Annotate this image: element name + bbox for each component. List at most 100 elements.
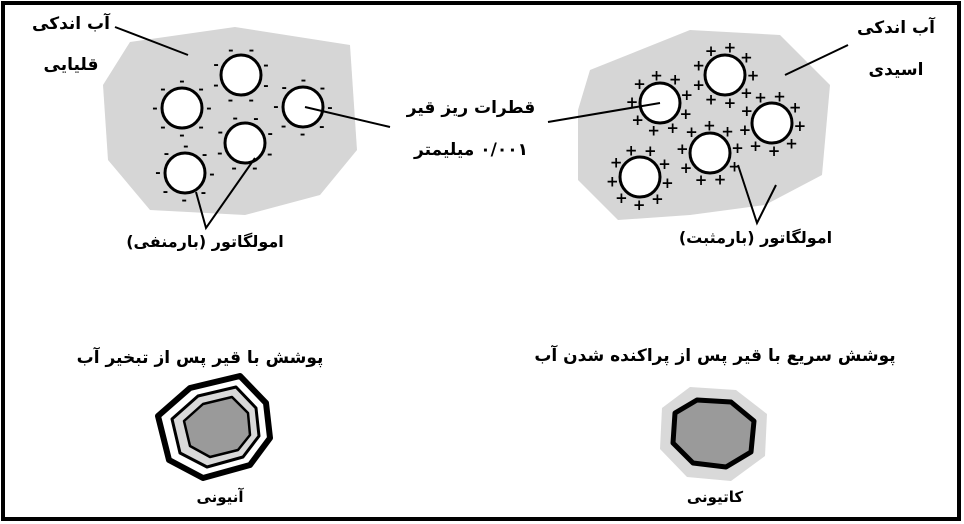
positive-charge-symbol: + — [681, 86, 694, 104]
negative-charge-symbol: - — [160, 121, 165, 136]
negative-charge-symbol: - — [327, 101, 332, 116]
positive-charge-symbol: + — [705, 42, 718, 60]
emulsifier-negative-label: امولگاتور (بارمنفی) — [126, 232, 284, 251]
leader-lines — [114, 26, 849, 231]
negative-charge-symbol: - — [301, 74, 306, 89]
negative-charge-symbol: - — [281, 119, 286, 134]
negative-charge-symbol: - — [267, 127, 272, 142]
positive-charge-symbol: + — [661, 174, 674, 192]
negative-charge-symbol: - — [160, 83, 165, 98]
leader-emulsifier-negative — [195, 157, 256, 231]
negative-charge-symbol: - — [181, 194, 186, 209]
positive-charge-symbol: + — [740, 48, 753, 66]
negative-charge-symbol: - — [209, 167, 214, 182]
bitumen-droplet — [750, 101, 794, 145]
bitumen-droplet — [160, 86, 204, 130]
negative-charge-symbol: - — [179, 75, 184, 90]
alkaline-water-label-line1: آب اندکی — [32, 14, 110, 34]
anionic-label: آنیونی — [196, 488, 244, 506]
negative-charge-symbol: - — [164, 147, 169, 162]
negative-charge-symbol: - — [263, 79, 268, 94]
positive-charge-symbol: + — [724, 94, 737, 112]
negative-charge-symbol: - — [163, 185, 168, 200]
positive-charge-symbol: + — [731, 139, 744, 157]
emulsifier-positive-label: امولگاتور (بارمثبت) — [678, 228, 833, 247]
positive-charge-symbol: + — [615, 189, 628, 207]
bitumen-droplet — [618, 155, 662, 199]
positive-droplets — [618, 53, 794, 199]
positive-charge-symbol: + — [705, 91, 718, 109]
positive-charge-symbol: + — [666, 119, 679, 137]
positive-charge-symbol: + — [610, 154, 623, 172]
positive-charge-symbol: + — [633, 196, 646, 214]
leader-alkaline-water — [114, 26, 189, 56]
bitumen-droplet — [688, 131, 732, 175]
cationic-label: کاتیونی — [686, 488, 744, 506]
positive-charge-symbol: + — [695, 171, 708, 189]
negative-charge-symbol: - — [228, 44, 233, 59]
aggregate-core — [182, 395, 252, 459]
leader-emulsifier-positive — [737, 164, 777, 226]
negative-charge-symbol: - — [183, 140, 188, 155]
positive-charge-symbol: + — [658, 155, 671, 173]
positive-charge-symbol: + — [650, 67, 663, 85]
positive-charge-symbol: + — [773, 87, 786, 105]
negative-charge-symbol: - — [253, 112, 258, 127]
negative-charge-symbol: - — [319, 120, 324, 135]
bitumen-droplet — [219, 53, 263, 97]
bitumen-droplet — [223, 121, 267, 165]
acidic-water-label-line1: آب اندکی — [857, 18, 935, 38]
positive-charge-symbol: + — [728, 158, 741, 176]
negative-charge-symbol: - — [248, 94, 253, 109]
positive-charge-symbol: + — [647, 122, 660, 140]
negative-charge-symbol: - — [179, 129, 184, 144]
negative-droplets — [160, 53, 325, 195]
positive-charge-symbol: + — [747, 66, 760, 84]
alkaline-water-label-line2: قلیایی — [43, 55, 99, 75]
negative-charge-symbol: - — [198, 83, 203, 98]
droplets-label-line1: قطرات ریز قیر — [406, 98, 536, 118]
positive-charge-symbol: + — [740, 84, 753, 102]
negative-charge-symbol: - — [206, 102, 211, 117]
negative-charge-symbol: - — [155, 166, 160, 181]
positive-charge-symbol: + — [685, 123, 698, 141]
leader-droplet-right — [547, 102, 661, 123]
positive-charge-symbol: + — [739, 121, 752, 139]
negative-charge-symbol: - — [202, 148, 207, 163]
negative-charge-symbol: - — [201, 186, 206, 201]
positive-charge-symbol: + — [644, 142, 657, 160]
positive-charge-symbol: + — [680, 159, 693, 177]
positive-charge-symbol: + — [651, 190, 664, 208]
negative-charge-symbol: - — [281, 81, 286, 96]
negative-charge-symbol: - — [320, 82, 325, 97]
positive-charge-symbol: + — [768, 142, 781, 160]
aggregate-core — [670, 397, 757, 470]
negative-charges: ---------------------------------------- — [152, 44, 332, 209]
acidic-water-label-line2: اسیدی — [868, 60, 924, 80]
positive-charge-symbol: + — [749, 137, 762, 155]
positive-charge-symbol: + — [680, 105, 693, 123]
negative-charge-symbol: - — [198, 121, 203, 136]
positive-charge-symbol: + — [625, 142, 638, 160]
negative-charge-symbol: - — [217, 146, 222, 161]
negative-charge-symbol: - — [300, 128, 305, 143]
positive-charge-symbol: + — [692, 57, 705, 75]
negative-charge-symbol: - — [249, 44, 254, 59]
negative-charge-symbol: - — [267, 147, 272, 162]
positive-charge-symbol: + — [789, 99, 802, 117]
negative-charge-symbol: - — [218, 126, 223, 141]
bitumen-droplet — [703, 53, 747, 97]
positive-charge-symbol: + — [606, 172, 619, 190]
positive-charge-symbol: + — [631, 111, 644, 129]
bitumen-droplet — [281, 85, 325, 129]
anionic-coated-aggregate — [155, 373, 273, 481]
positive-charge-symbol: + — [669, 71, 682, 89]
negative-charge-symbol: - — [232, 111, 237, 126]
leader-acidic-water — [784, 44, 849, 76]
positive-charge-symbol: + — [754, 89, 767, 107]
positive-charge-symbol: + — [794, 117, 807, 135]
positive-charge-symbol: + — [676, 140, 689, 158]
negative-charge-symbol: - — [213, 79, 218, 94]
